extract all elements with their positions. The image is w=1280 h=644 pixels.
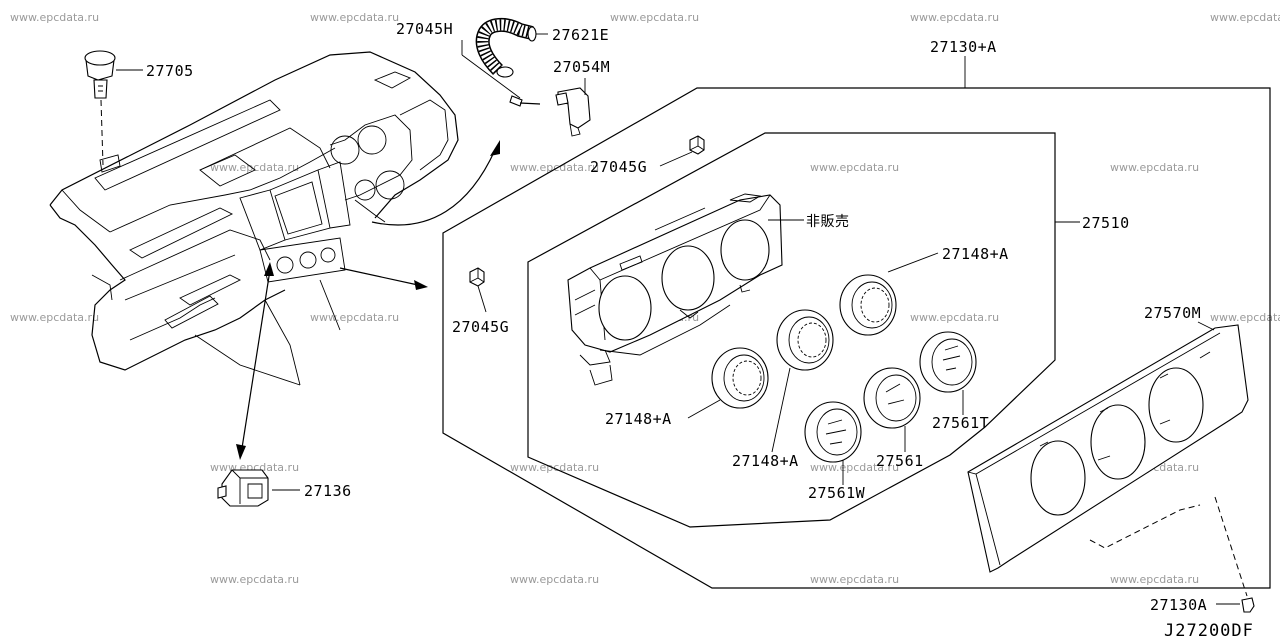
part-control-unit-body: 非販売 — [567, 193, 850, 386]
part-27148A-ring-2: 27148+A — [732, 309, 834, 470]
label-27054M: 27054M — [553, 58, 610, 76]
part-27136: 27136 — [217, 469, 352, 507]
part-27561-knob: 27561 — [863, 367, 924, 470]
watermark: www.epcdata.ru — [210, 161, 299, 174]
watermark: www.epcdata.ru — [910, 311, 999, 324]
part-27045G-left: 27045G — [452, 267, 509, 336]
label-27045H: 27045H — [396, 20, 453, 38]
label-27561W: 27561W — [808, 484, 866, 502]
label-27148A-tr: 27148+A — [942, 245, 1009, 263]
dashboard-illustration — [49, 51, 459, 386]
watermark: www.epcdata.ru — [810, 161, 899, 174]
watermark: www.epcdata.ru — [810, 573, 899, 586]
part-27621E-hose: 27621E 27045H — [396, 18, 609, 107]
part-27561T-knob: 27561T — [919, 331, 989, 432]
watermark: www.epcdata.ru — [510, 573, 599, 586]
watermark: www.epcdata.ru — [910, 11, 999, 24]
label-27045G-top: 27045G — [590, 158, 647, 176]
arrow-dash-to-27136 — [236, 262, 274, 460]
part-27705: 27705 — [84, 50, 194, 166]
watermark: www.epcdata.ru — [310, 11, 399, 24]
watermark: www.epcdata.ru — [10, 11, 99, 24]
arrow-dash-to-hose — [371, 140, 500, 226]
watermark: www.epcdata.ru — [510, 461, 599, 474]
arrow-dash-to-unit — [339, 267, 428, 290]
label-27130A: 27130A — [1150, 596, 1207, 614]
label-27148A-b: 27148+A — [732, 452, 799, 470]
watermark: www.epcdata.ru — [610, 11, 699, 24]
label-27705: 27705 — [146, 62, 194, 80]
watermark: www.epcdata.ru — [1110, 161, 1199, 174]
diagram-code: J27200DF — [1164, 621, 1254, 640]
label-27130A-plus: 27130+A — [930, 38, 997, 56]
label-27136: 27136 — [304, 482, 352, 500]
watermark: www.epcdata.ru — [310, 311, 399, 324]
part-27054M: 27054M — [553, 58, 610, 137]
part-27561W-knob: 27561W — [804, 401, 866, 502]
watermark: www.epcdata.ru — [210, 573, 299, 586]
assembly-box-27130A: 27130+A — [442, 38, 1271, 589]
label-27561: 27561 — [876, 452, 924, 470]
watermark: www.epcdata.ru — [1210, 311, 1280, 324]
part-27045G-top: 27045G — [590, 135, 705, 176]
watermark: www.epcdata.ru — [1110, 573, 1199, 586]
label-27561T: 27561T — [932, 414, 989, 432]
part-27570M-panel: 27570M — [967, 304, 1249, 573]
part-27130A-screw: 27130A — [1150, 496, 1255, 614]
watermark: www.epcdata.ru — [10, 311, 99, 324]
label-not-for-sale: 非販売 — [806, 214, 850, 230]
label-27045G-left: 27045G — [452, 318, 509, 336]
watermark: www.epcdata.ru — [1210, 11, 1280, 24]
part-27148A-ring-3: 27148+A — [605, 347, 769, 428]
watermark: www.epcdata.ru — [510, 161, 599, 174]
part-27148A-ring-1: 27148+A — [839, 245, 1009, 336]
label-27570M: 27570M — [1144, 304, 1201, 322]
label-27148A-l: 27148+A — [605, 410, 672, 428]
watermark: www.epcdata.ru — [810, 461, 899, 474]
label-27510: 27510 — [1082, 214, 1130, 232]
assembly-box-27510: 27510 — [527, 132, 1130, 528]
label-27621E: 27621E — [552, 26, 609, 44]
